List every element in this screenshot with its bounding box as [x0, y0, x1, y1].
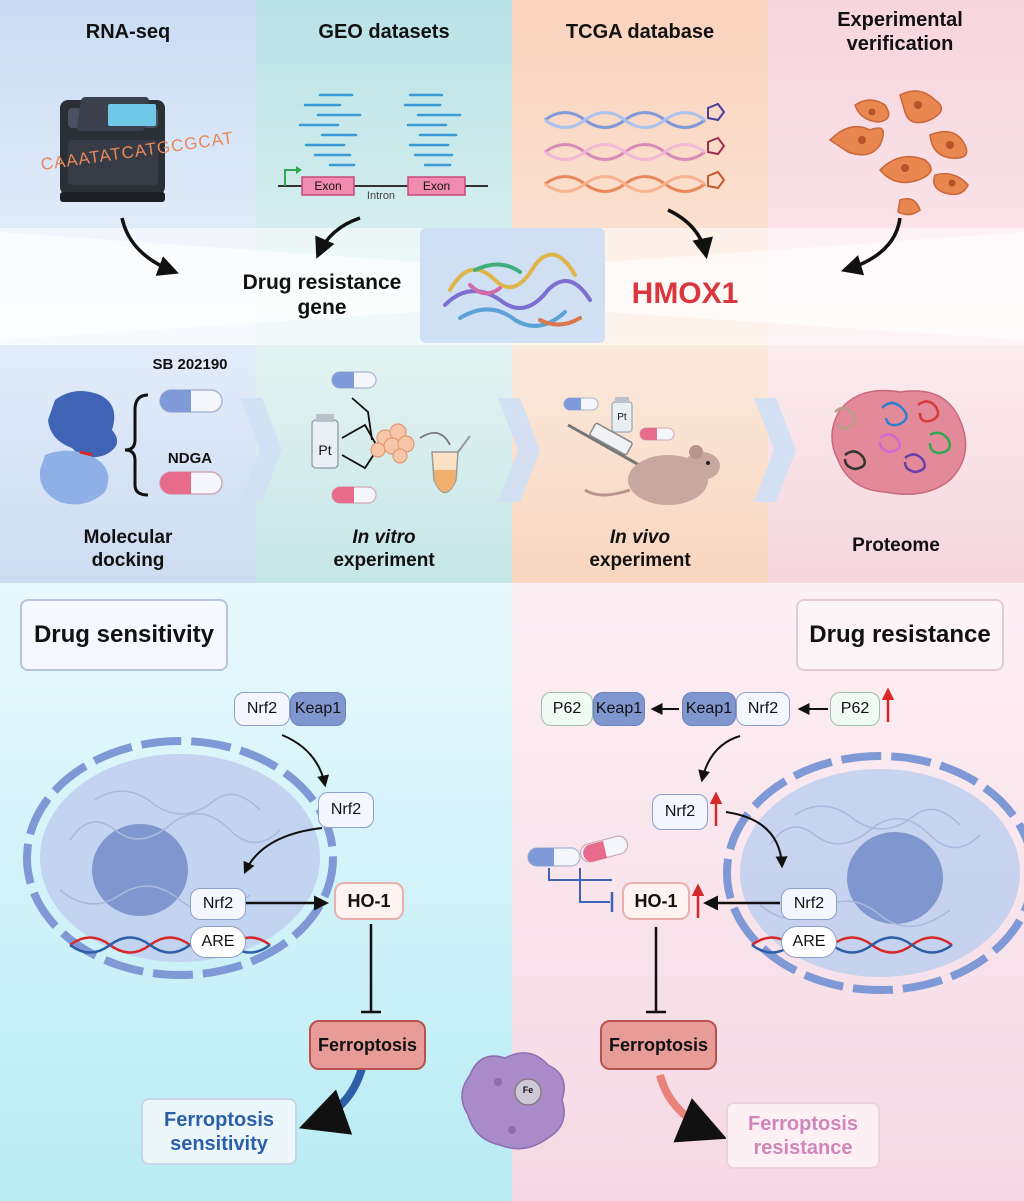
col-title-geo: GEO datasets — [318, 21, 450, 43]
res-nrf2-b-pill: Nrf2 — [736, 692, 790, 726]
sens-nrf2-pill: Nrf2 — [234, 692, 290, 726]
step-in-vitro: In vitro experiment — [256, 527, 512, 573]
drug-resistance-gene-label: Drug resistance gene — [242, 271, 402, 320]
res-are-pill: ARE — [781, 926, 837, 958]
capsule-icon — [159, 371, 675, 504]
step-in-vivo-italic: In vivo — [609, 527, 671, 548]
vial-label-small: Pt — [617, 412, 627, 423]
sens-nrf2-free-pill: Nrf2 — [318, 792, 374, 828]
sens-are-pill: ARE — [190, 926, 246, 958]
sensitivity-title: Drug sensitivity — [20, 599, 228, 671]
res-nrf2-nuclear-pill: Nrf2 — [781, 888, 837, 920]
sens-ferroptosis-box: Ferroptosis — [309, 1020, 426, 1070]
step-chevron — [754, 398, 796, 502]
res-keap1-b-pill: Keap1 — [682, 692, 736, 726]
step-molecular-docking-text: Molecular docking — [83, 527, 173, 571]
step-chevron — [240, 398, 282, 502]
mouse-icon — [584, 445, 720, 505]
dna-helix-icon — [544, 102, 726, 193]
cell-nucleus-icon — [723, 752, 1024, 994]
iron-label: Fe — [522, 1085, 534, 1095]
cell-cluster-icon — [370, 423, 415, 464]
cell-nucleus-icon — [23, 737, 337, 979]
protein-docking-icon — [39, 391, 149, 505]
protein-structure-icon — [443, 252, 592, 328]
iron-cell-icon — [461, 1052, 565, 1150]
inhibitor-capsule-icon — [527, 835, 629, 867]
col-title-tcga: TCGA database — [565, 21, 715, 43]
sens-nrf2-nuclear-pill: Nrf2 — [190, 888, 246, 920]
sens-ho1-box: HO-1 — [334, 882, 404, 920]
vial-label: Pt — [318, 442, 332, 458]
drug-label-sb202190: SB 202190 — [152, 356, 228, 373]
res-ho1-box: HO-1 — [622, 882, 690, 920]
step-molecular-docking: Molecular docking — [0, 527, 256, 573]
res-ferroptosis-box: Ferroptosis — [600, 1020, 717, 1070]
proteome-icon — [831, 389, 967, 495]
step-in-vivo: In vivo experiment — [512, 527, 768, 573]
step-chevron — [498, 398, 540, 502]
syringe-icon — [567, 422, 649, 472]
col-title-rna-seq: RNA-seq — [85, 21, 171, 43]
hmox1-label: HMOX1 — [631, 277, 739, 310]
resistance-title: Drug resistance — [796, 599, 1004, 671]
sequencer-icon — [60, 97, 165, 202]
res-outcome-box: Ferroptosis resistance — [726, 1102, 880, 1169]
drug-label-ndga: NDGA — [167, 450, 213, 467]
res-p62-b-pill: P62 — [830, 692, 880, 726]
res-keap1-a-pill: Keap1 — [593, 692, 645, 726]
col-title-experimental: Experimental verification — [837, 9, 963, 55]
intron-label: Intron — [366, 190, 396, 202]
step-in-vivo-rest: experiment — [589, 549, 691, 571]
exon-label-2: Exon — [422, 179, 451, 193]
vial-icon — [311, 397, 633, 469]
sens-outcome-box: Ferroptosis sensitivity — [141, 1098, 297, 1165]
res-nrf2-free-pill: Nrf2 — [652, 794, 708, 830]
step-in-vitro-italic: In vitro — [352, 527, 416, 548]
step-proteome: Proteome — [852, 535, 940, 556]
tube-icon — [431, 435, 471, 494]
step-in-vitro-rest: experiment — [333, 549, 435, 571]
sens-keap1-pill: Keap1 — [290, 692, 346, 726]
exon-label-1: Exon — [314, 179, 342, 193]
gene-structure-icon — [298, 93, 462, 167]
res-p62-a-pill: P62 — [541, 692, 593, 726]
